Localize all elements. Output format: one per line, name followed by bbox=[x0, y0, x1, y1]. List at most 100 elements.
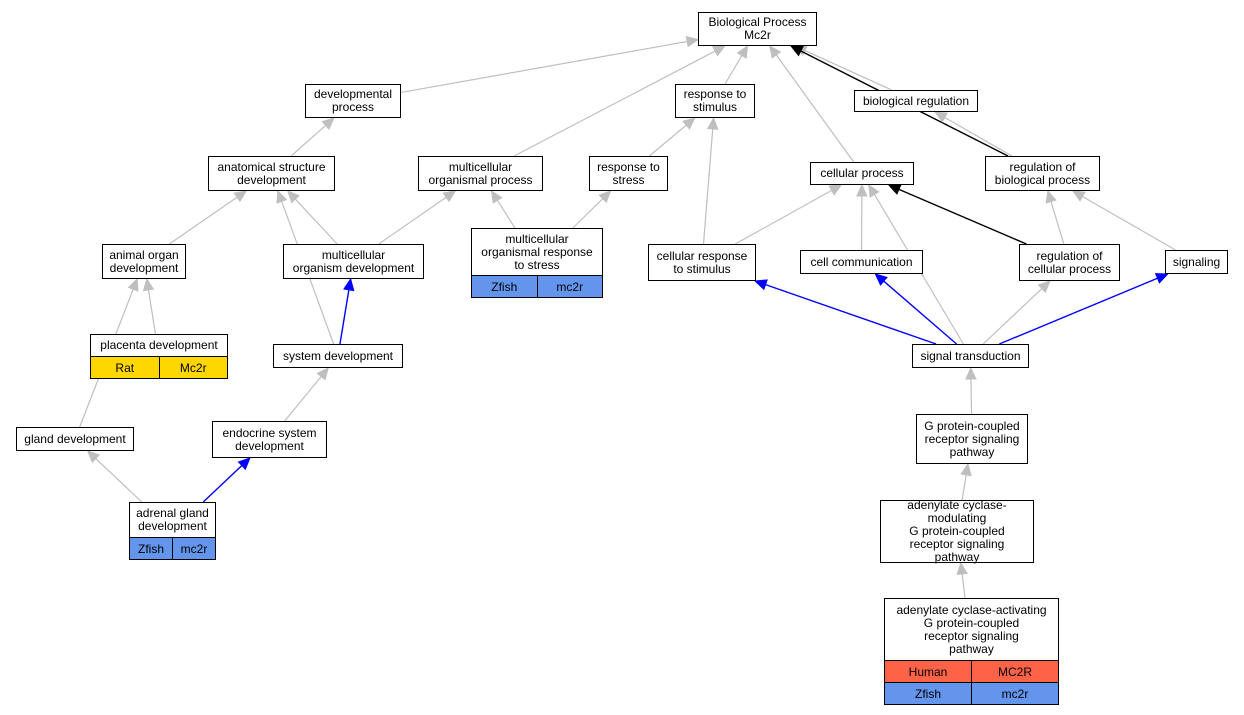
go-term-bio-reg[interactable]: biological regulation bbox=[854, 90, 978, 112]
go-term-multi-org-dev[interactable]: multicellular organism development bbox=[283, 244, 424, 279]
go-term-label: animal organ development bbox=[109, 247, 179, 275]
edge-sig-trans-to-signaling bbox=[999, 277, 1158, 345]
go-term-endo-dev[interactable]: endocrine system development bbox=[212, 421, 327, 458]
edge-sig-trans-to-cell-comm bbox=[883, 280, 958, 345]
edge-arrowhead bbox=[233, 190, 248, 203]
go-term-sig-trans[interactable]: signal transduction bbox=[912, 344, 1029, 368]
edge-arrowhead bbox=[286, 190, 300, 204]
go-term-label: regulation of biological process bbox=[994, 159, 1091, 187]
edge-arrowhead bbox=[127, 277, 139, 292]
go-term-cell-proc[interactable]: cellular process bbox=[810, 162, 914, 185]
edge-cell-resp-to-resp-stim bbox=[702, 128, 714, 245]
go-term-label: response to stress bbox=[597, 159, 660, 187]
go-term-anat-dev[interactable]: anatomical structure development bbox=[208, 156, 335, 191]
go-term-cell-resp[interactable]: cellular response to stimulus bbox=[648, 244, 756, 281]
go-term-gpcr[interactable]: G protein-coupled receptor signaling pat… bbox=[916, 414, 1028, 464]
go-term-label: system development bbox=[282, 348, 394, 363]
annotation-gene: mc2r bbox=[172, 538, 215, 559]
edge-signaling-to-reg-bio bbox=[1082, 195, 1176, 251]
edge-arrowhead bbox=[1071, 190, 1086, 202]
go-term-ac-mod[interactable]: adenylate cyclase-modulating G protein-c… bbox=[880, 498, 1034, 564]
edge-arrowhead bbox=[960, 462, 972, 477]
go-term-signaling[interactable]: signaling bbox=[1165, 250, 1228, 274]
edge-sig-trans-to-reg-cell bbox=[982, 288, 1043, 345]
edge-gpcr-to-sig-trans bbox=[970, 378, 973, 415]
edge-bio-reg-to-bp bbox=[804, 50, 893, 91]
edge-arrowhead bbox=[828, 184, 843, 196]
go-term-bp[interactable]: Biological Process Mc2r bbox=[698, 12, 817, 46]
edge-multi-org-dev-to-multi-proc bbox=[378, 196, 447, 245]
go-term-sys-dev[interactable]: system development bbox=[273, 344, 403, 368]
go-term-resp-stim[interactable]: response to stimulus bbox=[675, 84, 755, 118]
go-term-label: biological regulation bbox=[862, 93, 970, 108]
go-term-gland-dev[interactable]: gland development bbox=[16, 427, 134, 451]
edge-arrowhead bbox=[712, 45, 726, 57]
go-term-label: response to stimulus bbox=[683, 87, 747, 114]
edge-arrowhead bbox=[682, 117, 696, 130]
edge-arrowhead bbox=[343, 277, 355, 292]
annotation-species: Zfish bbox=[914, 686, 941, 701]
go-term-label: Biological Process Mc2r bbox=[708, 15, 807, 42]
edge-reg-cell-to-reg-bio bbox=[1050, 201, 1065, 245]
go-term-reg-cell[interactable]: regulation of cellular process bbox=[1019, 244, 1120, 281]
edge-placenta-to-animal-organ bbox=[147, 289, 157, 335]
edge-arrowhead bbox=[887, 184, 902, 195]
edge-multi-resp-stress-to-resp-stress bbox=[572, 198, 604, 229]
edge-arrowhead bbox=[965, 366, 977, 380]
go-term-label: regulation of cellular process bbox=[1027, 248, 1112, 276]
go-term-label: adenylate cyclase-modulating G protein-c… bbox=[907, 498, 1007, 564]
go-term-resp-stress[interactable]: response to stress bbox=[589, 156, 668, 191]
annotation-species: Zfish bbox=[137, 541, 164, 556]
edge-reg-bio-to-bio-reg bbox=[944, 116, 1013, 157]
go-term-ac-act[interactable]: adenylate cyclase-activating G protein-c… bbox=[884, 598, 1059, 705]
edge-arrowhead bbox=[442, 190, 457, 203]
annotation-gene: MC2R bbox=[971, 661, 1058, 682]
go-term-label: cellular process bbox=[820, 166, 904, 180]
edge-arrowhead bbox=[753, 279, 768, 291]
edge-arrowhead bbox=[321, 117, 335, 130]
edge-ac-mod-to-gpcr bbox=[961, 474, 967, 501]
go-term-cell-comm[interactable]: cell communication bbox=[800, 250, 923, 274]
edge-reg-cell-to-cell-proc bbox=[898, 188, 1027, 245]
edge-arrowhead bbox=[934, 111, 949, 123]
edge-animal-organ-to-anat-dev bbox=[169, 196, 238, 245]
annotation-gene: mc2r bbox=[971, 683, 1058, 704]
annotation-row: Zfish mc2r bbox=[130, 537, 215, 559]
edge-arrowhead bbox=[874, 273, 888, 286]
edge-sig-trans-to-cell-resp bbox=[765, 283, 937, 345]
edge-sys-dev-to-multi-org-dev bbox=[339, 289, 350, 345]
edge-arrowhead bbox=[276, 189, 288, 204]
go-term-label: signal transduction bbox=[920, 348, 1021, 363]
edge-arrowhead bbox=[706, 116, 719, 130]
go-term-label: multicellular organismal response to str… bbox=[481, 231, 593, 272]
go-term-label: anatomical structure development bbox=[217, 159, 326, 187]
edge-resp-stress-to-resp-stim bbox=[648, 124, 687, 157]
edge-arrowhead bbox=[598, 190, 612, 204]
edge-arrowhead bbox=[956, 561, 968, 576]
annotation-gene: mc2r bbox=[536, 276, 603, 297]
go-term-label: placenta development bbox=[100, 338, 218, 352]
go-term-dev-process[interactable]: developmental process bbox=[305, 84, 401, 118]
edge-arrowhead bbox=[1045, 189, 1057, 204]
go-term-multi-resp-stress[interactable]: multicellular organismal response to str… bbox=[471, 228, 603, 298]
edge-arrowhead bbox=[86, 450, 101, 464]
go-term-label: adrenal gland development bbox=[136, 506, 209, 533]
annotation-species: Rat bbox=[115, 360, 135, 375]
go-term-animal-organ[interactable]: animal organ development bbox=[102, 244, 186, 279]
edge-arrowhead bbox=[685, 35, 700, 48]
go-term-multi-proc[interactable]: multicellular organismal process bbox=[418, 156, 543, 191]
go-term-label: adenylate cyclase-activating G protein-c… bbox=[896, 602, 1047, 656]
edge-arrowhead bbox=[789, 45, 804, 57]
go-term-reg-bio[interactable]: regulation of biological process bbox=[985, 156, 1100, 191]
go-term-label: cellular response to stimulus bbox=[656, 248, 748, 276]
go-term-label: endocrine system development bbox=[222, 425, 317, 453]
edge-ac-act-to-ac-mod bbox=[961, 573, 966, 599]
edge-adrenal-to-endo-dev bbox=[202, 465, 243, 503]
edge-multi-proc-to-bp bbox=[513, 50, 716, 157]
